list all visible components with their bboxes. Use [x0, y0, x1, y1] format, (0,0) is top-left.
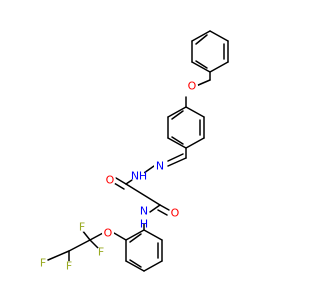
bond [125, 179, 133, 185]
bond [191, 61, 211, 73]
atom-n-amide: N [140, 205, 148, 218]
bond [125, 260, 145, 272]
atom-h-amide: H [140, 218, 148, 231]
atom-f-4: F [66, 260, 72, 273]
bond [171, 136, 184, 145]
bond [68, 239, 91, 252]
bond [113, 182, 125, 190]
bond [47, 250, 70, 261]
bond [125, 183, 161, 206]
atom-h-hydrazide: H [139, 170, 147, 183]
atom-n-hydrazide: N [131, 170, 139, 183]
atom-o-ether: O [188, 80, 197, 93]
bond [185, 106, 205, 118]
atom-f-2: F [98, 246, 104, 259]
bond [113, 232, 127, 241]
atom-f-1: F [79, 221, 85, 234]
bond [89, 239, 99, 249]
bond [209, 61, 229, 73]
bond [167, 106, 187, 118]
bonds [47, 30, 229, 272]
bond [129, 233, 142, 243]
atom-o-aryl-ether: O [104, 227, 113, 240]
molecule-structure: O N N H O O N H O F F F F [38, 30, 229, 273]
bond [209, 30, 229, 42]
bond [171, 110, 184, 120]
atom-o-carbonyl-1: O [106, 174, 115, 187]
atom-n-imine: N [156, 160, 164, 173]
bond [143, 260, 163, 272]
bond [167, 153, 184, 162]
bond [143, 165, 155, 174]
bond [157, 209, 168, 216]
bond [129, 259, 142, 268]
bond [125, 229, 145, 241]
bond [143, 229, 163, 241]
bond [159, 204, 170, 211]
bond [191, 30, 211, 42]
atom-f-3: F [40, 257, 46, 270]
atom-labels: O N N H O O N H O F F F F [38, 80, 198, 273]
bond [167, 137, 187, 149]
atom-o-carbonyl-2: O [171, 207, 180, 220]
bond [195, 34, 208, 45]
bond [167, 157, 187, 167]
molecule-svg: O N N H O O N H O F F F F [38, 30, 229, 273]
bond [89, 232, 104, 241]
bond [149, 204, 161, 213]
bond [115, 177, 127, 185]
bond [195, 60, 208, 69]
bond [195, 79, 211, 87]
bond [185, 137, 205, 149]
